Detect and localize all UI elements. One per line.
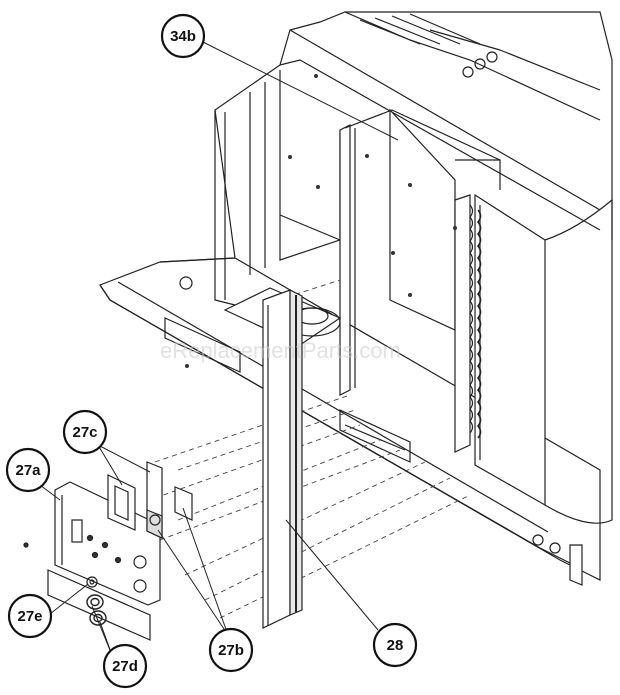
watermark-text: eReplacementParts.com <box>160 338 401 363</box>
unit-housing <box>99 11 613 586</box>
callout-28: 28 <box>372 622 418 668</box>
corner-post-28 <box>262 289 303 629</box>
callout-27c: 27c <box>62 409 108 455</box>
callout-27e: 27e <box>7 593 53 639</box>
callout-label-27d: 27d <box>112 658 138 675</box>
callout-label-34b: 34b <box>170 28 196 45</box>
callout-34b: 34b <box>160 13 206 59</box>
grommet-27e <box>86 576 98 588</box>
callout-leaders <box>39 41 399 656</box>
cover-plate-27c <box>107 474 136 531</box>
callout-label-27c: 27c <box>72 424 97 441</box>
callout-label-27b: 27b <box>218 642 244 659</box>
plates-27b <box>146 461 193 539</box>
callout-27b: 27b <box>208 627 254 673</box>
callout-27d: 27d <box>102 643 148 689</box>
screw-dots <box>185 74 457 368</box>
callout-label-27e: 27e <box>17 608 42 625</box>
callout-27a: 27a <box>5 447 51 493</box>
callout-label-28: 28 <box>387 637 404 654</box>
callout-label-27a: 27a <box>15 462 41 479</box>
